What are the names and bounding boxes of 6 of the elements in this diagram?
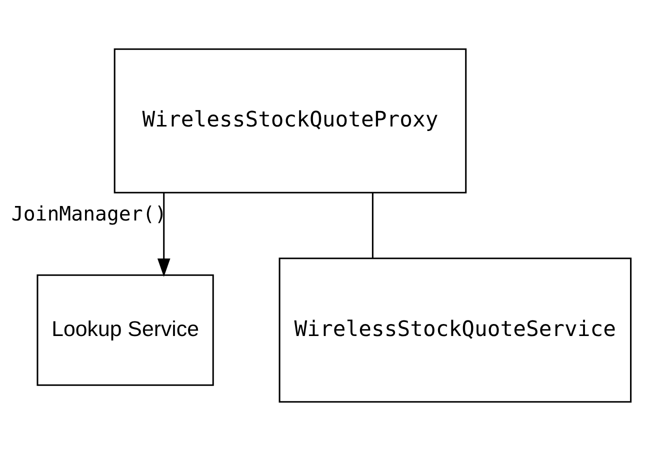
- node-box: Lookup Service: [36, 274, 214, 386]
- edge-label: JoinManager(): [11, 202, 167, 226]
- node-box: WirelessStockQuoteProxy: [114, 48, 467, 194]
- node-box: WirelessStockQuoteService: [278, 258, 632, 403]
- arrow: [157, 192, 170, 277]
- connector: [372, 192, 374, 258]
